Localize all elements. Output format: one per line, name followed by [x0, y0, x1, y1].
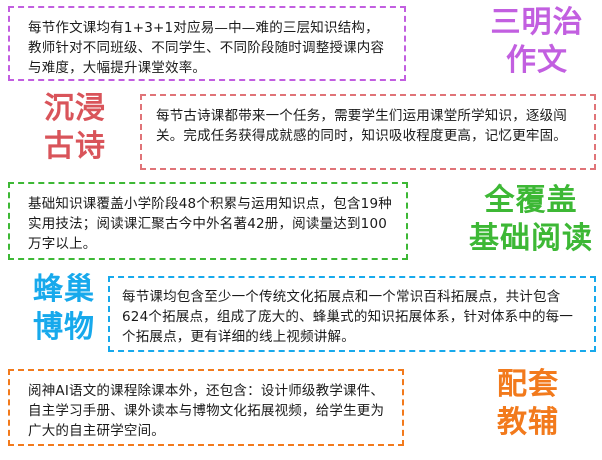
title-line: 全覆盖 — [484, 183, 578, 218]
section-title-sandwich-writing: 三明治 作文 — [478, 4, 596, 80]
title-line: 配套 — [497, 367, 559, 402]
section-immersive-poetry-box: 每节古诗课都带来一个任务，需要学生们运用课堂所学知识，逐级闯关。完成任务获得成就… — [140, 94, 596, 170]
title-line: 教辅 — [497, 405, 559, 440]
section-title-honeycomb-museum: 蜂巢 博物 — [20, 271, 108, 347]
section-title-teaching-aids: 配套 教辅 — [482, 366, 574, 442]
section-description: 基础知识课覆盖小学阶段48个积累与运用知识点，包含19种实用技法；阅读课汇聚古今… — [28, 196, 392, 252]
section-sandwich-writing-box: 每节作文课均有1+3+1对应易—中—难的三层知识结构，教师针对不同班级、不同学生… — [8, 6, 406, 81]
section-title-immersive-poetry: 沉浸 古诗 — [20, 90, 130, 166]
title-line: 蜂巢 — [33, 272, 95, 307]
title-line: 作文 — [506, 43, 568, 78]
section-basic-reading-box: 基础知识课覆盖小学阶段48个积累与运用知识点，包含19种实用技法；阅读课汇聚古今… — [8, 182, 408, 260]
title-line: 三明治 — [490, 5, 584, 40]
section-teaching-aids-box: 阅神AI语文的课程除课本外，还包含：设计师级教学课件、自主学习手册、课外读本与博… — [8, 369, 404, 446]
section-honeycomb-museum-box: 每节课均包含至少一个传统文化拓展点和一个常识百科拓展点，共计包含624个拓展点，… — [108, 276, 596, 352]
title-line: 基础阅读 — [469, 221, 593, 256]
section-description: 每节作文课均有1+3+1对应易—中—难的三层知识结构，教师针对不同班级、不同学生… — [28, 20, 385, 76]
section-title-basic-reading: 全覆盖 基础阅读 — [460, 182, 602, 258]
section-description: 阅神AI语文的课程除课本外，还包含：设计师级教学课件、自主学习手册、课外读本与博… — [28, 383, 385, 439]
title-line: 博物 — [33, 310, 95, 345]
section-description: 每节课均包含至少一个传统文化拓展点和一个常识百科拓展点，共计包含624个拓展点，… — [122, 289, 574, 345]
section-description: 每节古诗课都带来一个任务，需要学生们运用课堂所学知识，逐级闯关。完成任务获得成就… — [156, 108, 567, 144]
title-line: 古诗 — [44, 129, 106, 164]
title-line: 沉浸 — [44, 91, 106, 126]
